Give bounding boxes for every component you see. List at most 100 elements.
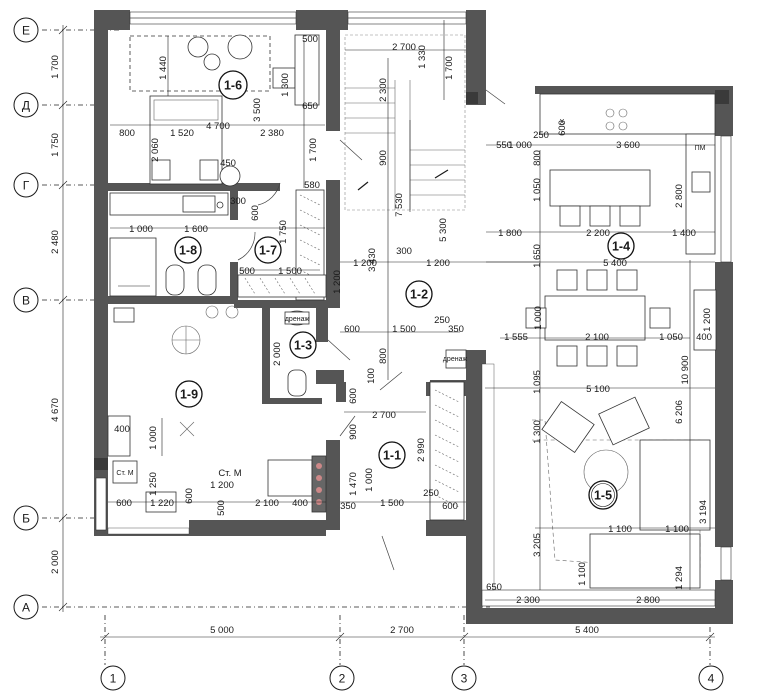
dim-59: 400 <box>696 332 712 343</box>
kitchen-x-label: Х <box>560 119 565 126</box>
dim-34: 250 <box>533 130 549 141</box>
dim-67: 2 990 <box>416 438 427 462</box>
dim-19: 5 300 <box>438 218 449 242</box>
dim-11: 1 700 <box>308 138 319 162</box>
room-label-1-3: 1-3 <box>294 339 312 353</box>
dim-89: 650 <box>486 582 502 593</box>
dim-3: 3 500 <box>252 98 263 122</box>
axis-label-e: Е <box>22 24 30 38</box>
windows <box>95 11 732 607</box>
dim-49: 350 <box>448 324 464 335</box>
dim-91: 2 800 <box>636 595 660 606</box>
hall-1-9-furniture: Ст. М 1-9 <box>107 305 327 513</box>
dim-90: 2 300 <box>516 595 540 606</box>
left-span-5: 2 000 <box>50 550 61 574</box>
dim-1: 1 440 <box>158 56 169 80</box>
dim-14: 1 330 <box>417 45 428 69</box>
doors <box>237 89 506 571</box>
dim-83: 3 205 <box>532 533 543 557</box>
dim-6: 1 520 <box>170 128 194 139</box>
dim-16: 2 300 <box>378 78 389 102</box>
room-label-1-4: 1-4 <box>612 240 630 254</box>
dim-58: 1 200 <box>702 308 713 332</box>
dim-52: 100 <box>366 368 377 384</box>
dim-92: Ст. М <box>218 468 241 479</box>
room-label-1-9: 1-9 <box>180 388 198 402</box>
dim-8: 2 380 <box>260 128 284 139</box>
corridor-1-2: 1-2 <box>405 280 433 308</box>
dim-75: 500 <box>216 500 227 516</box>
dim-31: 1 200 <box>332 270 343 294</box>
dim-47: 1 500 <box>392 324 416 335</box>
axis-label-4: 4 <box>708 672 715 686</box>
dim-65: 1 000 <box>148 426 159 450</box>
dim-24: 1 000 <box>129 224 153 235</box>
dishwasher-label: ПМ <box>695 145 706 152</box>
dim-78: 600 <box>116 498 132 509</box>
dim-64: 400 <box>114 424 130 435</box>
dim-22: 300 <box>396 246 412 257</box>
dim-21: 300 <box>230 196 246 207</box>
wc-1-3: дренаж 1-3 <box>284 310 317 397</box>
axis-bubble-b: Б <box>13 505 39 531</box>
dim-73: 1 220 <box>150 498 174 509</box>
dim-46: 600 <box>344 324 360 335</box>
bottom-span-1: 5 000 <box>210 625 234 636</box>
dim-87: 1 100 <box>577 562 588 586</box>
dim-77: 400 <box>292 498 308 509</box>
dim-51: 800 <box>378 348 389 364</box>
room-label-1-8: 1-8 <box>179 244 197 258</box>
dim-82: 600 <box>442 501 458 512</box>
wardrobe-1-7: 1-7 <box>237 189 327 301</box>
dim-81: 250 <box>423 488 439 499</box>
dim-5: 800 <box>119 128 135 139</box>
dim-36: 3 600 <box>616 140 640 151</box>
dimension-lines <box>108 20 715 601</box>
axis-label-b: Б <box>22 512 30 526</box>
dim-20: 3 430 <box>367 248 378 272</box>
st-m-label: Ст. М <box>116 470 133 477</box>
dim-25: 1 600 <box>184 224 208 235</box>
dim-68: 900 <box>348 424 359 440</box>
axis-bubble-e: Е <box>13 17 39 43</box>
dim-39: 2 800 <box>674 184 685 208</box>
axis-bubble-3: 3 <box>451 665 477 691</box>
dim-45: 1 000 <box>533 306 544 330</box>
dim-2: 1 300 <box>280 73 291 97</box>
dim-74: 600 <box>184 488 195 504</box>
dim-63: 6 206 <box>674 400 685 424</box>
dim-41: 2 200 <box>586 228 610 239</box>
dim-37: 800 <box>532 150 543 166</box>
dim-38: 1 050 <box>532 178 543 202</box>
dim-7: 4 700 <box>206 121 230 132</box>
dim-30: 1 200 <box>426 258 450 269</box>
axis-bubble-a: А <box>13 594 39 620</box>
dim-56: 2 100 <box>585 332 609 343</box>
kitchen-dining-1-4: Х ПМ 1-4 <box>525 93 717 367</box>
dim-71: 1 200 <box>210 480 234 491</box>
dim-9: 2 060 <box>150 138 161 162</box>
dim-23: 600 <box>250 205 261 221</box>
dim-43: 1 650 <box>532 244 543 268</box>
dimension-labels: 500 1 440 1 300 3 500 650 800 1 520 4 70… <box>114 34 713 606</box>
room-label-1-1: 1-1 <box>383 449 401 463</box>
dim-57: 1 050 <box>659 332 683 343</box>
dim-61: 10 900 <box>680 355 691 384</box>
axis-label-g: Г <box>23 179 30 193</box>
dim-85: 1 100 <box>665 524 689 535</box>
dim-69: 1 470 <box>348 472 359 496</box>
wc-sink-label: дренаж <box>285 316 310 323</box>
dim-88: 1 294 <box>674 566 685 590</box>
entrance-1-1: дренаж 1-1 <box>378 349 467 521</box>
left-span-3: 2 480 <box>50 230 61 254</box>
dim-84: 1 100 <box>608 524 632 535</box>
dim-33: 1 000 <box>508 140 532 151</box>
dim-72: 1 250 <box>148 472 159 496</box>
axis-label-d: Д <box>22 99 30 113</box>
axis-bubble-g: Г <box>13 172 39 198</box>
dim-40: 1 800 <box>498 228 522 239</box>
living-1-5: 1-5 <box>532 396 711 589</box>
dim-79: 350 <box>340 501 356 512</box>
dim-44: 5 400 <box>603 258 627 269</box>
